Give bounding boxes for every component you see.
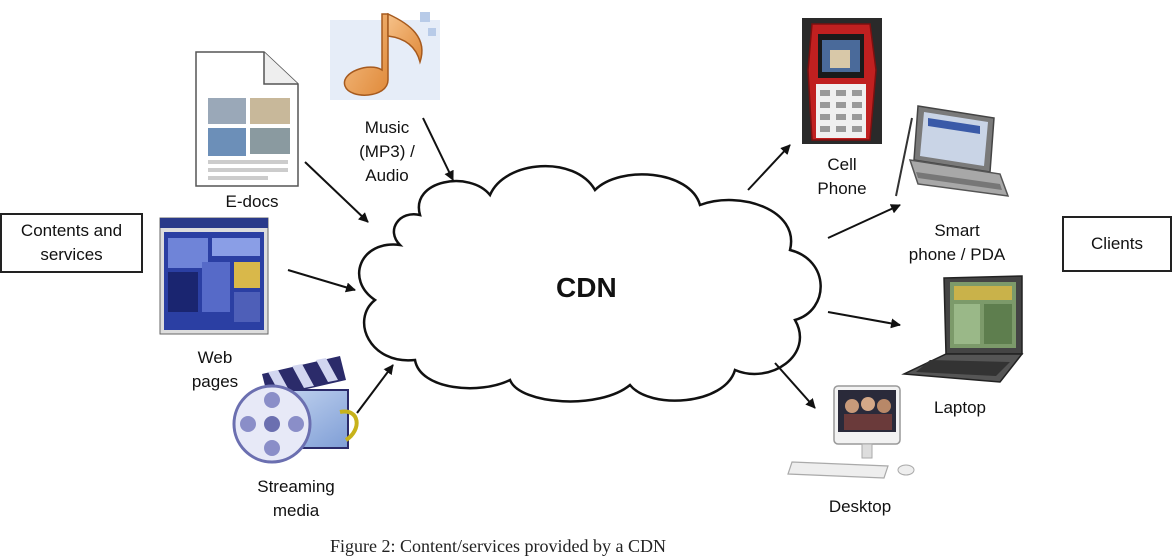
document-icon	[195, 51, 299, 187]
cell-phone-label: Cell Phone	[817, 155, 867, 198]
arrow-edocs	[304, 161, 369, 223]
smart-phone-label: Smart phone / PDA	[908, 221, 1006, 264]
arrow-web	[287, 269, 356, 293]
film-reel-icon	[232, 356, 359, 464]
clients-box: Clients	[1062, 216, 1172, 272]
arrow-desktop	[774, 362, 816, 409]
web-page-icon	[159, 217, 269, 335]
music-note-icon	[330, 12, 440, 100]
edocs-label: E-docs	[225, 192, 279, 211]
arrow-smart	[827, 204, 901, 239]
cell-phone-icon	[802, 18, 882, 144]
arrow-laptop	[827, 311, 901, 329]
cdn-label: CDN	[556, 272, 617, 303]
web-pages-label: Web pages	[191, 348, 239, 391]
pda-icon	[895, 105, 1010, 197]
desktop-icon	[787, 385, 915, 479]
figure-caption: Figure 2: Content/services provided by a…	[330, 536, 666, 556]
music-label: Music (MP3) / Audio	[359, 118, 415, 185]
arrow-streaming	[356, 364, 394, 414]
streaming-media-label: Streaming media	[257, 477, 335, 520]
arrow-music	[422, 117, 454, 181]
desktop-label: Desktop	[828, 497, 892, 516]
laptop-icon	[901, 275, 1024, 383]
laptop-label: Laptop	[934, 398, 986, 417]
arrow-cell	[747, 144, 791, 191]
cdn-cloud	[357, 164, 822, 403]
contents-services-box: Contents and services	[0, 213, 143, 273]
